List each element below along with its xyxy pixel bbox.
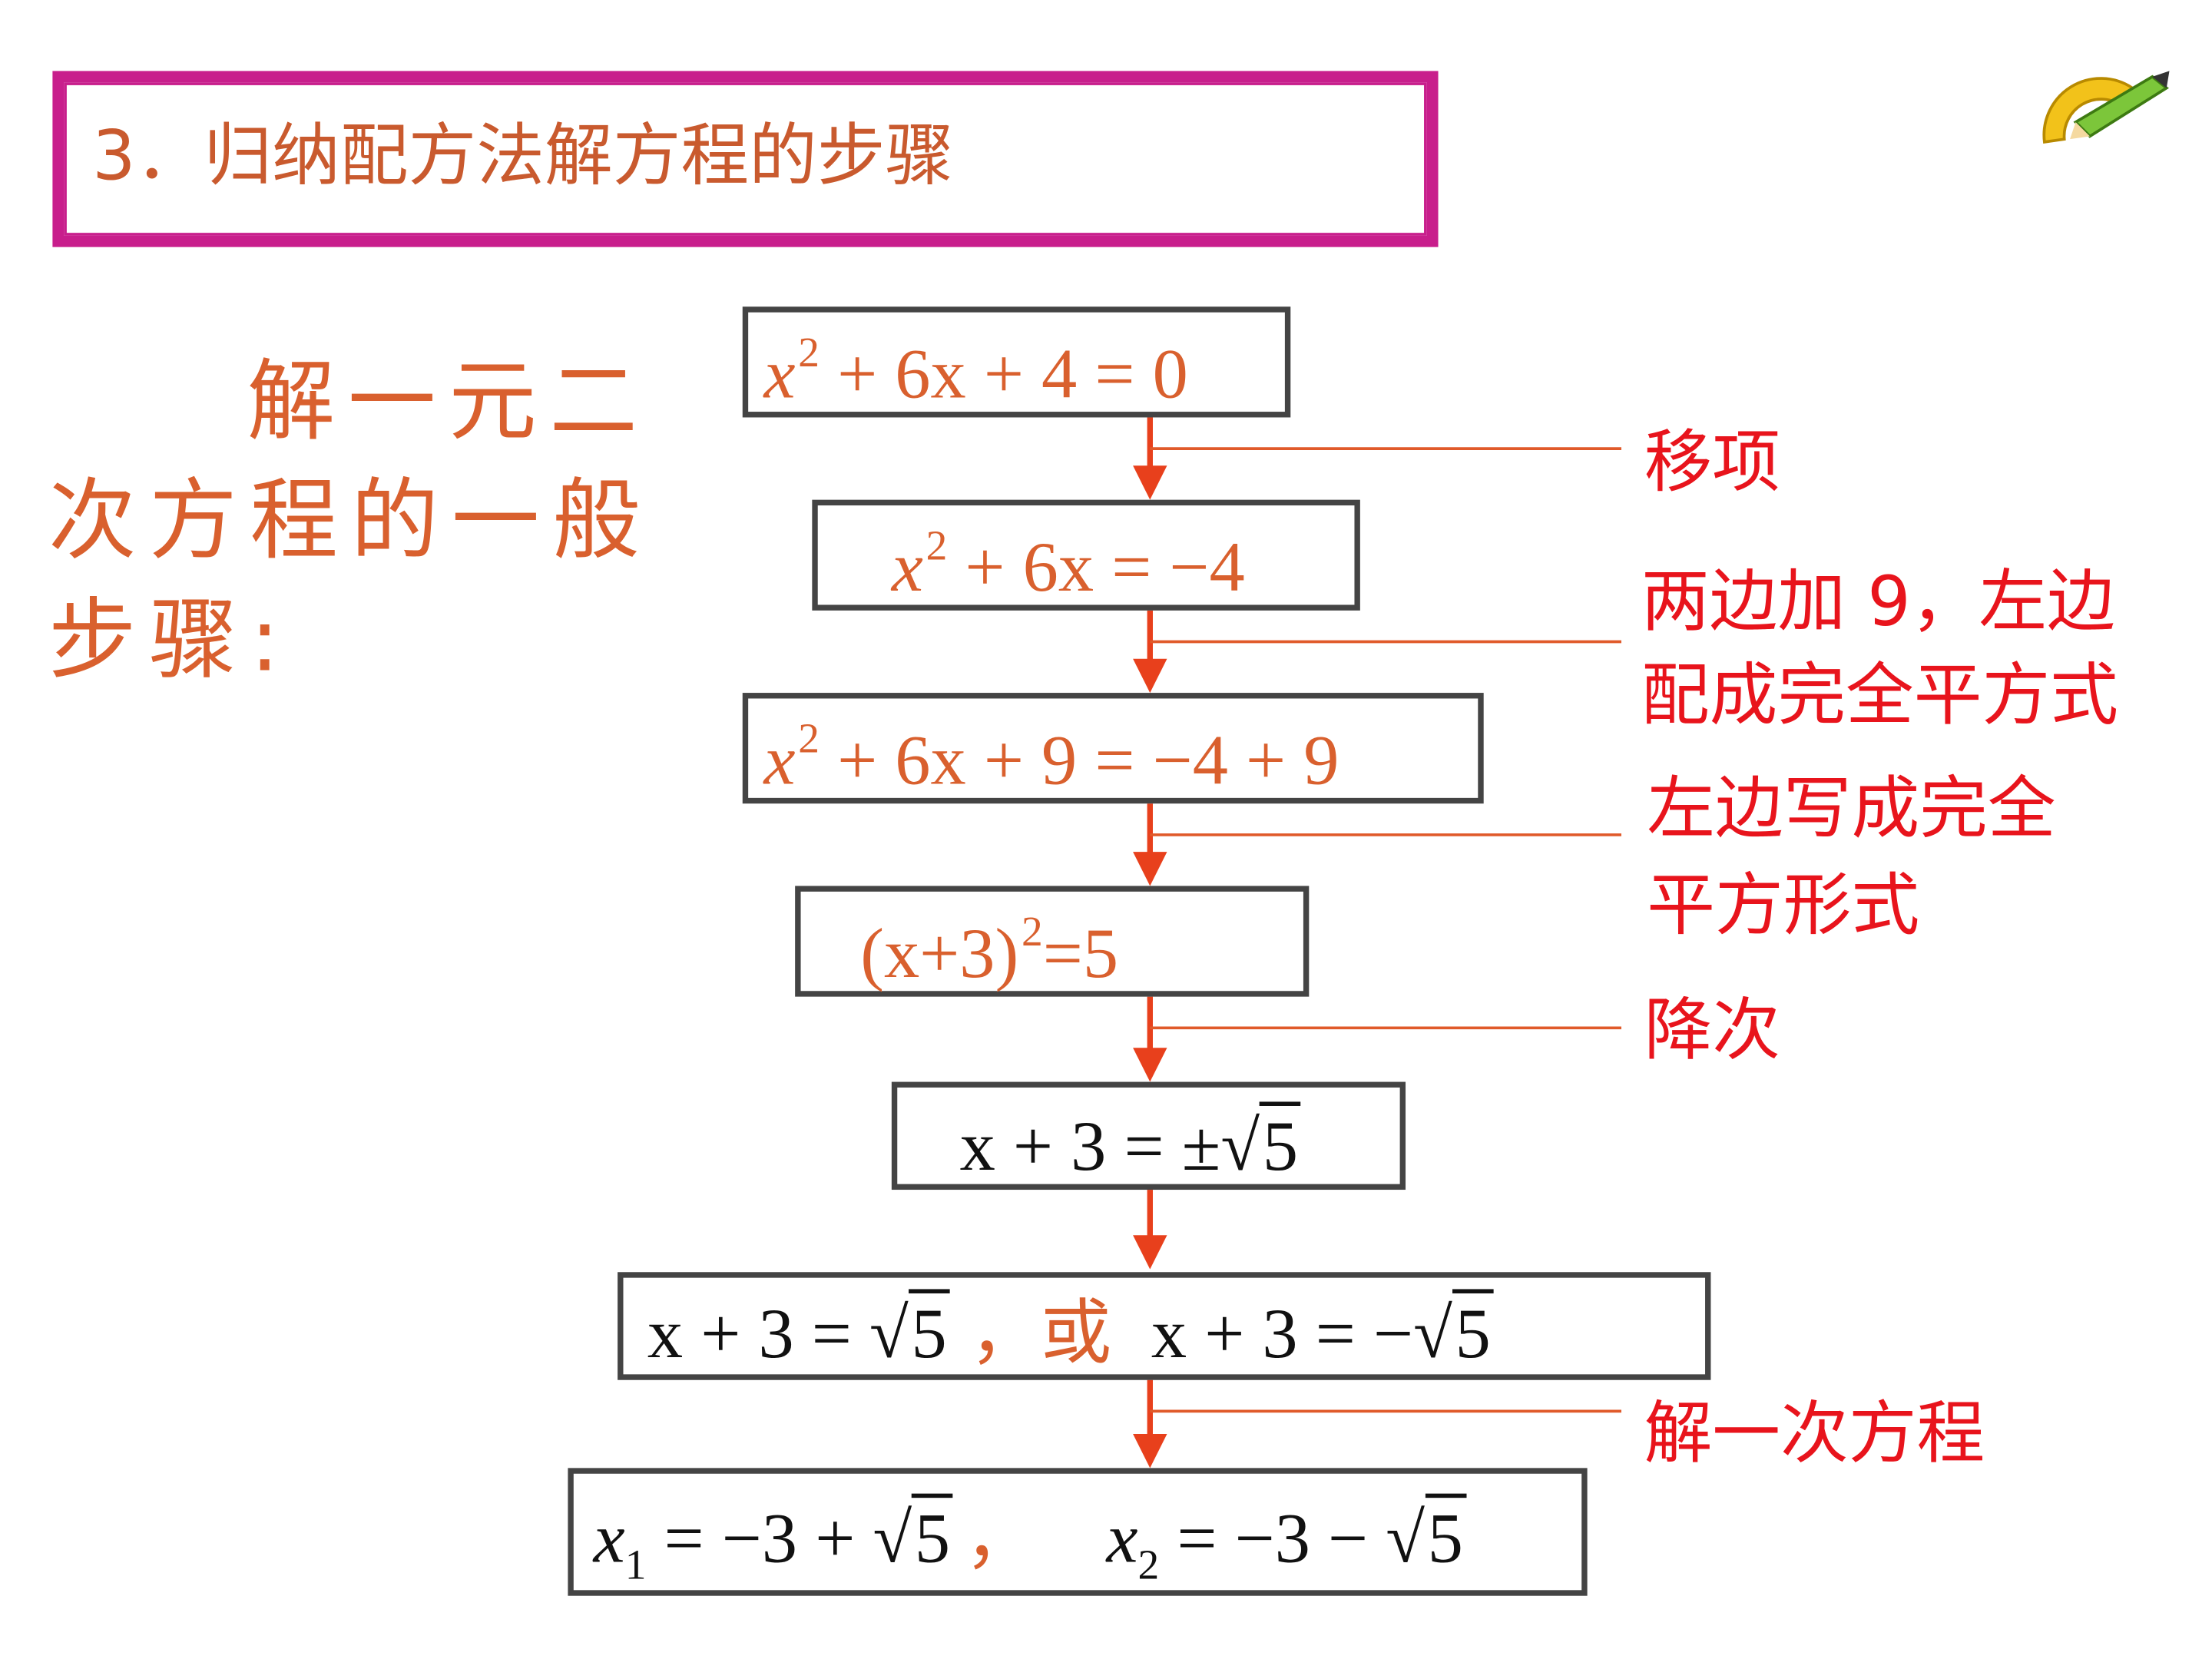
eq1-rest: + 6x + 4 = 0 [819,333,1188,413]
eq4-base: (x+3) [860,912,1019,993]
eq7-radicand2: 5 [1425,1493,1466,1578]
step-box-5 [891,1081,1406,1190]
eq7-expr2: = −3 − [1159,1498,1386,1578]
eq6-left-radicand: 5 [908,1289,950,1373]
eq4-rest: =5 [1042,912,1119,993]
equation-step-5: x + 3 = ±√5 [960,1101,1301,1186]
title-inner-frame: 3．归纳配方法解方程的步骤 [64,82,1427,236]
annotation-write-square-2: 平方形式 [1647,866,1920,946]
eq3-rest: + 6x + 9 = −4 + 9 [819,720,1339,800]
eq5-radicand: 5 [1260,1101,1301,1186]
equation-step-7: x1 = −3 + √5，x2 = −3 − √5 [594,1493,1466,1587]
eq7-radicand1: 5 [912,1493,953,1578]
eq2-exponent: 2 [926,522,948,570]
eq7-sub1: 1 [624,1541,647,1589]
sqrt-symbol: √5 [869,1289,950,1373]
arrowhead-6 [1133,1433,1167,1469]
step-box-2 [812,499,1360,611]
annotation-move-terms: 移项 [1644,422,1781,503]
step-box-7 [568,1468,1588,1596]
eq1-var: x [763,333,796,413]
equation-step-4: (x+3)2=5 [860,911,1118,988]
eq7-x2: x [1106,1498,1138,1578]
arrowhead-3 [1133,852,1167,886]
annotation-reduce-degree: 降次 [1644,991,1781,1071]
eq6-left-lhs: x + 3 = [647,1293,870,1373]
annotation-add-nine: 两边加 9，左边 [1641,562,2115,642]
eq6-right-lhs: x + 3 = − [1151,1293,1414,1373]
annotation-write-square-1: 左边写成完全 [1647,769,2056,849]
step-box-4 [795,886,1310,997]
side-heading-line-2: 次方程的一般 [48,469,654,572]
arrowhead-2 [1133,658,1167,694]
title-frame: 3．归纳配方法解方程的步骤 [52,71,1439,247]
arrowhead-4 [1133,1048,1167,1082]
eq2-var: x [891,526,923,607]
eq6-or-separator: ，或 [969,1292,1112,1375]
arrowhead-1 [1133,465,1167,500]
slide-title: 3．归纳配方法解方程的步骤 [92,116,954,197]
sqrt-symbol: √5 [873,1493,953,1578]
eq2-rest: + 6x = −4 [947,526,1245,607]
eq4-exponent: 2 [1021,909,1043,956]
arrowhead-5 [1133,1235,1167,1270]
annotation-complete-square: 配成完全平方式 [1641,656,2118,736]
sqrt-symbol: √5 [1386,1493,1466,1578]
eq6-right-radicand: 5 [1452,1289,1494,1373]
eq7-expr1: = −3 + [646,1498,873,1578]
side-heading-line-3: 步骤: [48,588,293,692]
eq3-exponent: 2 [798,715,820,763]
eq7-sub2: 2 [1137,1541,1160,1589]
step-box-1 [742,306,1291,418]
eq3-var: x [763,720,796,800]
eq7-comma: ， [964,1496,1036,1579]
eq1-exponent: 2 [798,329,820,376]
side-heading-line-1: 解一元二 [247,349,651,453]
step-box-3 [742,693,1484,804]
sqrt-symbol: √5 [1220,1101,1301,1186]
pencil-protractor-icon [2042,71,2170,144]
sqrt-symbol: √5 [1413,1289,1494,1373]
step-box-6 [618,1272,1711,1380]
annotation-solve-linear: 解一次方程 [1644,1394,1985,1474]
eq7-x1: x [593,1498,625,1578]
eq5-lhs: x + 3 = ± [959,1105,1221,1186]
